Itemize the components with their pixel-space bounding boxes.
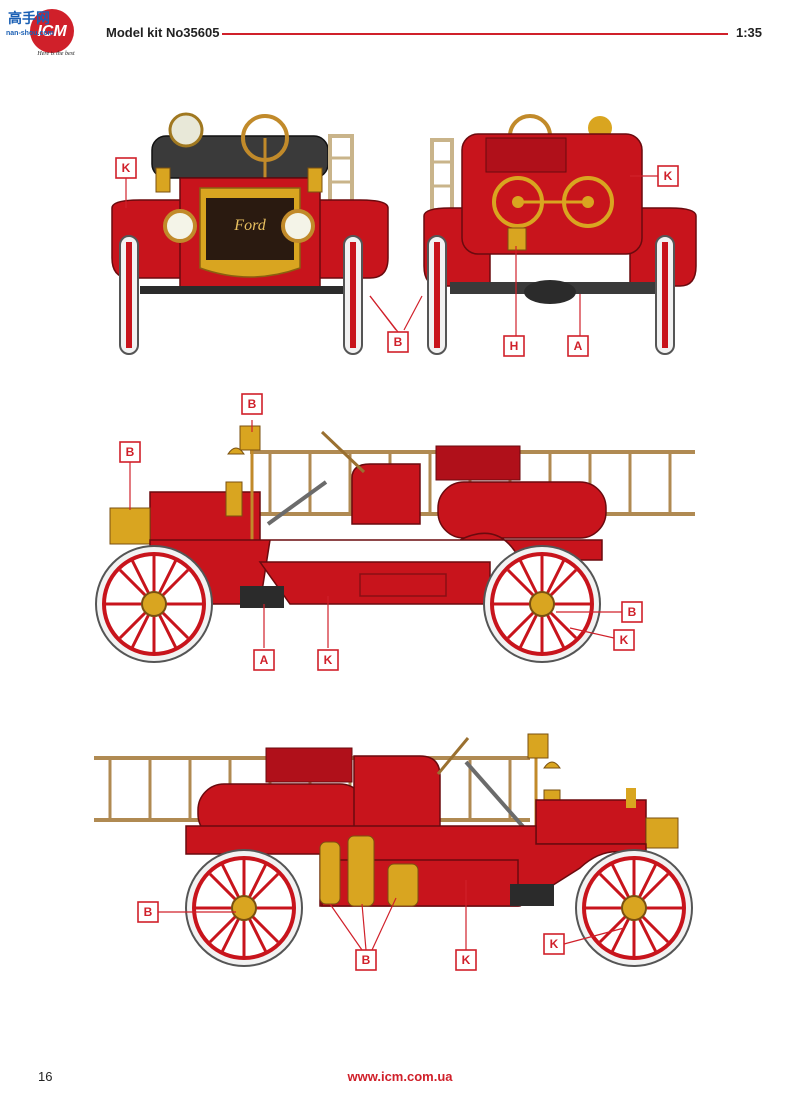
left-side-car xyxy=(95,425,695,663)
svg-text:K: K xyxy=(620,633,629,647)
scale-label: 1:35 xyxy=(736,25,763,40)
svg-text:H: H xyxy=(510,339,519,353)
svg-text:K: K xyxy=(550,937,559,951)
callout-B: B xyxy=(387,331,409,353)
svg-text:A: A xyxy=(260,653,269,667)
svg-text:K: K xyxy=(664,169,673,183)
header-rule xyxy=(222,33,728,35)
front-view-car: Ford xyxy=(111,112,389,355)
svg-text:A: A xyxy=(574,339,583,353)
svg-text:B: B xyxy=(362,953,371,967)
callout-right-K-body: K xyxy=(455,949,477,971)
watermark-text: 高手网 xyxy=(8,10,50,27)
leader-line xyxy=(371,897,397,951)
svg-text:K: K xyxy=(324,653,333,667)
callout-right-K-wheel: K xyxy=(543,933,565,955)
right-side-view: B B K K xyxy=(94,733,693,971)
right-side-car xyxy=(94,733,693,967)
rear-view: K H A xyxy=(423,114,697,357)
svg-text:B: B xyxy=(628,605,637,619)
svg-text:K: K xyxy=(122,161,131,175)
kit-title: Model kit No35605 xyxy=(106,25,220,40)
callout-right-B-wheel: B xyxy=(137,901,159,923)
leader-line xyxy=(563,927,625,945)
rear-view-car xyxy=(423,114,697,355)
leader-line xyxy=(369,295,397,331)
callout-rear-K: K xyxy=(657,165,679,187)
leader-line xyxy=(361,903,367,951)
website-link[interactable]: www.icm.com.ua xyxy=(347,1069,453,1084)
leader-line xyxy=(329,903,363,951)
callout-left-B-front: B xyxy=(119,441,141,463)
left-side-view: B B B K A K xyxy=(95,393,695,671)
callout-left-B-top: B xyxy=(241,393,263,415)
grille-ford-script: Ford xyxy=(233,217,266,234)
callout-rear-H: H xyxy=(503,335,525,357)
callout-left-B-wheel: B xyxy=(621,601,643,623)
callout-front-rear-B: B xyxy=(369,295,423,353)
svg-text:B: B xyxy=(126,445,135,459)
callout-left-K-body: K xyxy=(317,649,339,671)
svg-text:B: B xyxy=(394,335,403,349)
svg-text:K: K xyxy=(462,953,471,967)
logo-tagline: Here is the best xyxy=(36,51,75,57)
callout-front-K: K xyxy=(115,157,137,179)
page-number: 16 xyxy=(38,1069,53,1084)
front-view: Ford K xyxy=(111,112,399,355)
callout-left-K-wheel: K xyxy=(613,629,635,651)
callout-rear-A: A xyxy=(567,335,589,357)
watermark-url: nan-shou.com xyxy=(6,30,54,37)
leader-line xyxy=(403,295,423,331)
svg-text:B: B xyxy=(248,397,257,411)
svg-text:B: B xyxy=(144,905,153,919)
callout-left-A: A xyxy=(253,649,275,671)
page-header: ICM Here is the best 高手网 nan-shou.com Mo… xyxy=(0,0,800,60)
icm-logo: ICM Here is the best 高手网 nan-shou.com xyxy=(6,9,75,57)
leader-line xyxy=(569,627,615,639)
callout-right-B-extinguishers: B xyxy=(355,949,377,971)
logo-brand: ICM xyxy=(37,23,67,40)
